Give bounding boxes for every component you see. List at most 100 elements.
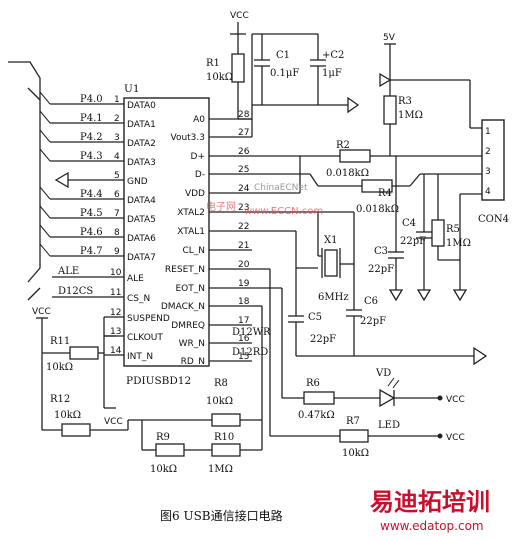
- v5-label: 5V: [383, 33, 396, 43]
- ground-arrow-icon: [379, 72, 392, 88]
- left-pins: [50, 103, 124, 356]
- resistor-r7: [339, 429, 369, 443]
- component-value: 6MHz: [318, 292, 349, 303]
- watermark-logo: 易迪拓培训: [370, 488, 490, 516]
- ground-arrow-icon: [416, 289, 432, 302]
- left-net-labels: P4.0 P4.1 P4.2 P4.3 P4.4 P4.5 P4.6 P4.7 …: [57, 94, 103, 297]
- pin-number: 19: [238, 279, 250, 289]
- connector-con4: [481, 119, 505, 201]
- pin-number: 13: [110, 327, 121, 337]
- chip-ref: U1: [124, 83, 140, 95]
- component-ref: R10: [214, 432, 234, 443]
- right-pin-numbers: 28 27 26 25 24 23 22 21 20 19 18 17 16 1…: [238, 110, 250, 362]
- net-label: P4.3: [80, 151, 103, 162]
- net-label: D12CS: [58, 286, 93, 297]
- component-value: 22pF: [360, 316, 386, 327]
- pin-name: DMREQ: [171, 321, 205, 331]
- net-label: P4.4: [80, 189, 103, 200]
- watermark-text: ChinaECNet: [254, 183, 308, 193]
- component-ref: C5: [308, 312, 322, 323]
- pin-number: 21: [238, 241, 249, 251]
- pin-number: 26: [238, 147, 250, 157]
- component-value: 0.1μF: [270, 68, 299, 79]
- component-value: LED: [378, 420, 400, 431]
- resistor-r10: [211, 443, 241, 457]
- ground-arrow-icon: [452, 289, 468, 302]
- component-value: 10kΩ: [206, 396, 233, 407]
- connector-pin: 3: [485, 167, 491, 177]
- pin-name: Vout3.3: [170, 133, 205, 143]
- chip-part: PDIUSBD12: [126, 375, 191, 387]
- resistor-r8: [211, 413, 241, 427]
- net-label: ALE: [57, 266, 79, 277]
- pin-number: 10: [110, 268, 122, 278]
- resistor-r12: [61, 423, 91, 437]
- pin-number: 20: [238, 260, 250, 270]
- watermark-url: www.edatop.com: [380, 519, 484, 533]
- resistor-r11: [69, 346, 99, 360]
- pin-number: 27: [238, 128, 249, 138]
- connector-pin: 2: [485, 147, 491, 157]
- pin-name: DATA1: [127, 120, 156, 130]
- pin-name: XTAL1: [177, 227, 205, 237]
- component-value: 10kΩ: [54, 410, 81, 421]
- resistor-r3: [383, 95, 397, 125]
- pin-number: 25: [238, 165, 249, 175]
- pin-name: VDD: [185, 189, 205, 199]
- component-value: 0.47kΩ: [298, 410, 335, 421]
- component-value: 1MΩ: [398, 110, 423, 121]
- vcc-label: VCC: [446, 433, 465, 443]
- pin-name: EOT_N: [175, 284, 205, 294]
- led-icon: [379, 388, 396, 408]
- component-ref: R1: [206, 58, 220, 69]
- pullup-section: VCC R8 10kΩ R9 10kΩ R10 1MΩ: [103, 305, 263, 475]
- top-power: VCC R1 10kΩ C1 0.1μF +C2 1μF: [206, 11, 360, 137]
- pin-number: 15: [238, 352, 249, 362]
- component-ref: C1: [276, 50, 290, 61]
- pin-number: 23: [238, 203, 249, 213]
- crystal-section: X1 6MHz C5 22pF C6 22pF: [252, 211, 488, 366]
- pin-name: DATA4: [127, 196, 156, 206]
- pin-number: 24: [238, 184, 250, 194]
- component-value: 22pF: [368, 264, 394, 275]
- pin-number: 14: [110, 346, 122, 356]
- pin-number: 16: [238, 334, 250, 344]
- component-ref: +C2: [322, 50, 344, 61]
- pin-name: RD_N: [181, 357, 205, 367]
- component-ref: R2: [336, 140, 350, 151]
- resistor-r6: [303, 391, 335, 405]
- ground-arrow-icon: [347, 96, 360, 114]
- left-pull-resistors: VCC R11 10kΩ R12 10kΩ: [32, 307, 129, 437]
- pin-name: DATA3: [127, 158, 156, 168]
- figure-caption: 图6 USB通信接口电路: [160, 508, 283, 523]
- pin-name: DMACK_N: [161, 302, 205, 312]
- pin-name: DATA5: [127, 215, 156, 225]
- resistor-r1: [231, 53, 245, 83]
- pin-name: RESET_N: [165, 265, 205, 275]
- resistor-r2: [339, 149, 371, 163]
- pin-name: INT_N: [127, 352, 153, 362]
- pin-number: 17: [238, 316, 249, 326]
- ground-arrow-icon: [473, 346, 488, 366]
- led-section: VCC R6 0.47kΩ VD LED: [282, 368, 465, 431]
- component-ref: R6: [306, 378, 320, 389]
- component-ref: R11: [50, 336, 70, 347]
- pin-number: 5: [114, 171, 120, 181]
- pin-name: D-: [195, 170, 205, 180]
- pin-name: CS_N: [127, 294, 150, 304]
- pin-name: D+: [191, 152, 205, 162]
- pin-number: 6: [114, 190, 120, 200]
- component-ref: R3: [398, 96, 412, 107]
- pin-number: 28: [238, 110, 250, 120]
- ground-arrow-icon: [388, 289, 404, 302]
- net-label: D12RD: [232, 347, 268, 358]
- connector-pin: 4: [485, 187, 491, 197]
- u1-chip: U1 PDIUSBD12: [123, 83, 210, 387]
- left-pin-names: DATA0 DATA1 DATA2 DATA3 GND DATA4 DATA5 …: [127, 101, 170, 362]
- pin-number: 9: [114, 247, 120, 257]
- r7-section: VCC R7 10kΩ: [269, 269, 465, 459]
- pin-number: 8: [114, 228, 120, 238]
- vcc-label: VCC: [32, 307, 51, 317]
- bus-branches: [39, 91, 51, 257]
- net-label: D12WR: [232, 327, 271, 338]
